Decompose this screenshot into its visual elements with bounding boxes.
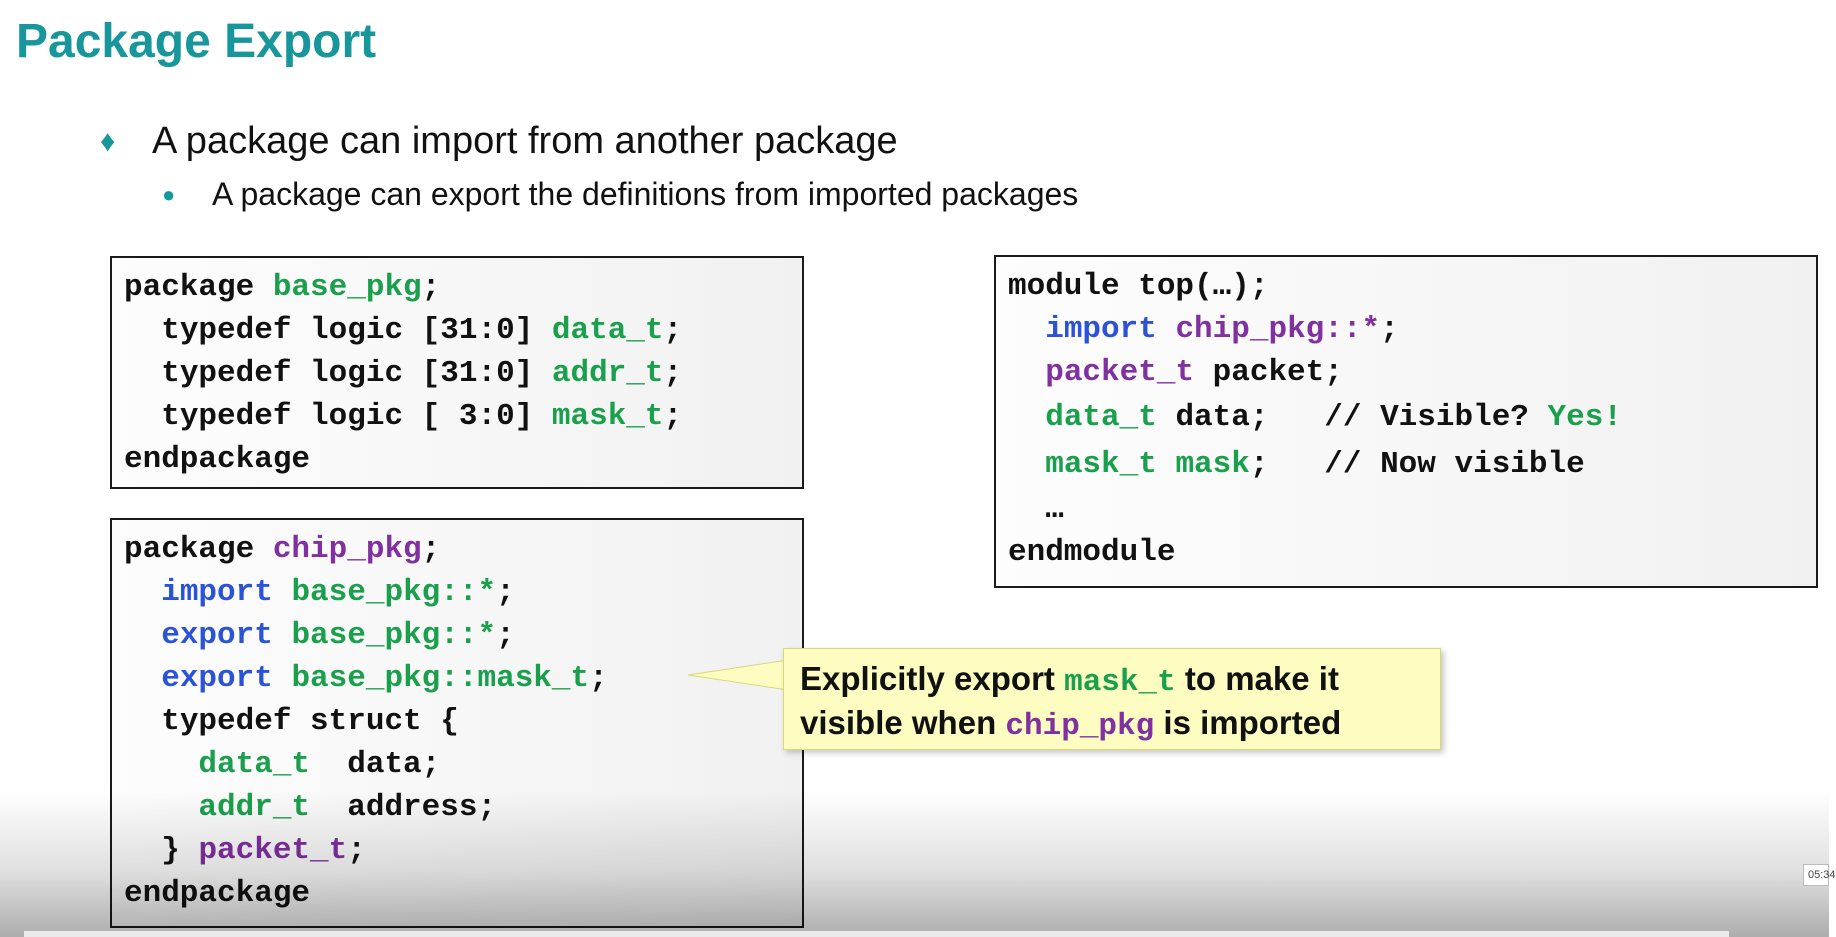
dot-bullet-icon: ● [162,181,176,207]
code-package-ref: chip_pkg::* [1175,312,1381,347]
code-type-name: data_t [551,313,664,348]
code-text: data; [310,747,441,782]
code-punct: ; [589,661,608,696]
timestamp-tooltip: 05:34 [1803,864,1836,886]
code-type-name: packet_t [1045,355,1195,390]
code-line: … [1008,488,1804,531]
code-line: typedef logic [31:0] data_t; [124,309,790,352]
code-line: typedef logic [31:0] addr_t; [124,352,790,395]
code-punct: ; [663,356,683,391]
code-type-name: addr_t [198,790,311,825]
code-export-keyword: export [161,618,292,653]
code-text: data; // Visible? [1156,400,1548,435]
code-line: data_t data; // Visible? Yes! [1008,394,1804,441]
code-text: typedef logic [31:0] [161,313,552,348]
code-type-name: addr_t [551,356,664,391]
code-line: import chip_pkg::*; [1008,308,1804,351]
code-line: package chip_pkg; [124,528,790,571]
code-line: } packet_t; [124,829,790,872]
code-text: typedef logic [ 3:0] [161,399,552,434]
code-line: typedef logic [ 3:0] mask_t; [124,395,790,438]
chip-pkg-code-box: package chip_pkg; import base_pkg::*; ex… [110,518,804,928]
code-punct: ; [421,270,441,305]
code-line: typedef struct { [124,700,790,743]
callout-line: Explicitly export mask_t to make it [800,659,1424,703]
code-line: packet_t packet; [1008,351,1804,394]
code-package-name: base_pkg [272,270,422,305]
bullet-level-1: ♦ A package can import from another pack… [100,120,898,163]
code-punct: ; [421,532,441,567]
callout-pointer [687,659,789,691]
callout-code-chip-pkg: chip_pkg [1005,709,1155,744]
code-punct: ; [663,399,683,434]
bullet-level-2: ● A package can export the definitions f… [160,176,1078,213]
code-punct: ; [496,575,515,610]
code-package-ref: base_pkg::* [291,575,497,610]
code-keyword: package [124,270,273,305]
code-type-name: data_t [1045,400,1157,435]
top-module-code-box: module top(…); import chip_pkg::*; packe… [994,255,1818,588]
code-type-name: mask_t [551,399,664,434]
code-text: ; // Now visible [1249,447,1585,482]
code-punct: ; [347,833,366,868]
code-text: packet; [1194,355,1343,390]
code-package-ref: base_pkg::mask_t [291,661,590,696]
code-line: module top(…); [1008,269,1269,304]
code-line: addr_t address; [124,786,790,829]
code-line: package base_pkg; [124,266,790,309]
callout-box: Explicitly export mask_t to make it visi… [783,648,1441,750]
code-import-keyword: import [1045,312,1176,347]
base-pkg-code-box: package base_pkg; typedef logic [31:0] d… [110,256,804,489]
callout-text: is imported [1154,704,1342,741]
video-progress-bar[interactable] [24,931,1729,937]
code-export-keyword: export [161,661,292,696]
code-type-name: packet_t [198,833,348,868]
page-title: Package Export [16,15,377,68]
code-line: endpackage [124,876,311,911]
code-text: address; [310,790,497,825]
code-ellipsis: … [1045,492,1064,527]
code-punct: ; [1380,312,1399,347]
code-punct: ; [496,618,515,653]
callout-text: to make it [1175,660,1339,697]
code-type-name: data_t [198,747,311,782]
code-punct: ; [663,313,683,348]
code-import-keyword: import [161,575,292,610]
code-line: endpackage [124,442,311,477]
callout-text: Explicitly export [800,660,1065,697]
code-line: export base_pkg::*; [124,614,790,657]
callout-line: visible when chip_pkg is imported [800,703,1424,747]
code-text: } [161,833,199,868]
bullet-level-1-text: A package can import from another packag… [152,120,898,162]
code-package-name: chip_pkg [272,532,422,567]
code-keyword: package [124,532,273,567]
code-line: data_t data; [124,743,790,786]
bullet-level-2-text: A package can export the definitions fro… [212,176,1079,212]
code-type-name: mask_t mask [1045,447,1250,482]
code-line: mask_t mask; // Now visible [1008,441,1804,488]
code-text: typedef logic [31:0] [161,356,552,391]
code-line: import base_pkg::*; [124,571,790,614]
diamond-bullet-icon: ♦ [100,124,116,158]
callout-code-mask-t: mask_t [1064,665,1176,700]
code-line: endmodule [1008,535,1176,570]
code-line: export base_pkg::mask_t; [124,657,790,700]
code-text: typedef struct { [161,704,459,739]
code-comment-yes: Yes! [1547,400,1622,435]
callout-text: visible when [800,704,1006,741]
code-package-ref: base_pkg::* [291,618,497,653]
